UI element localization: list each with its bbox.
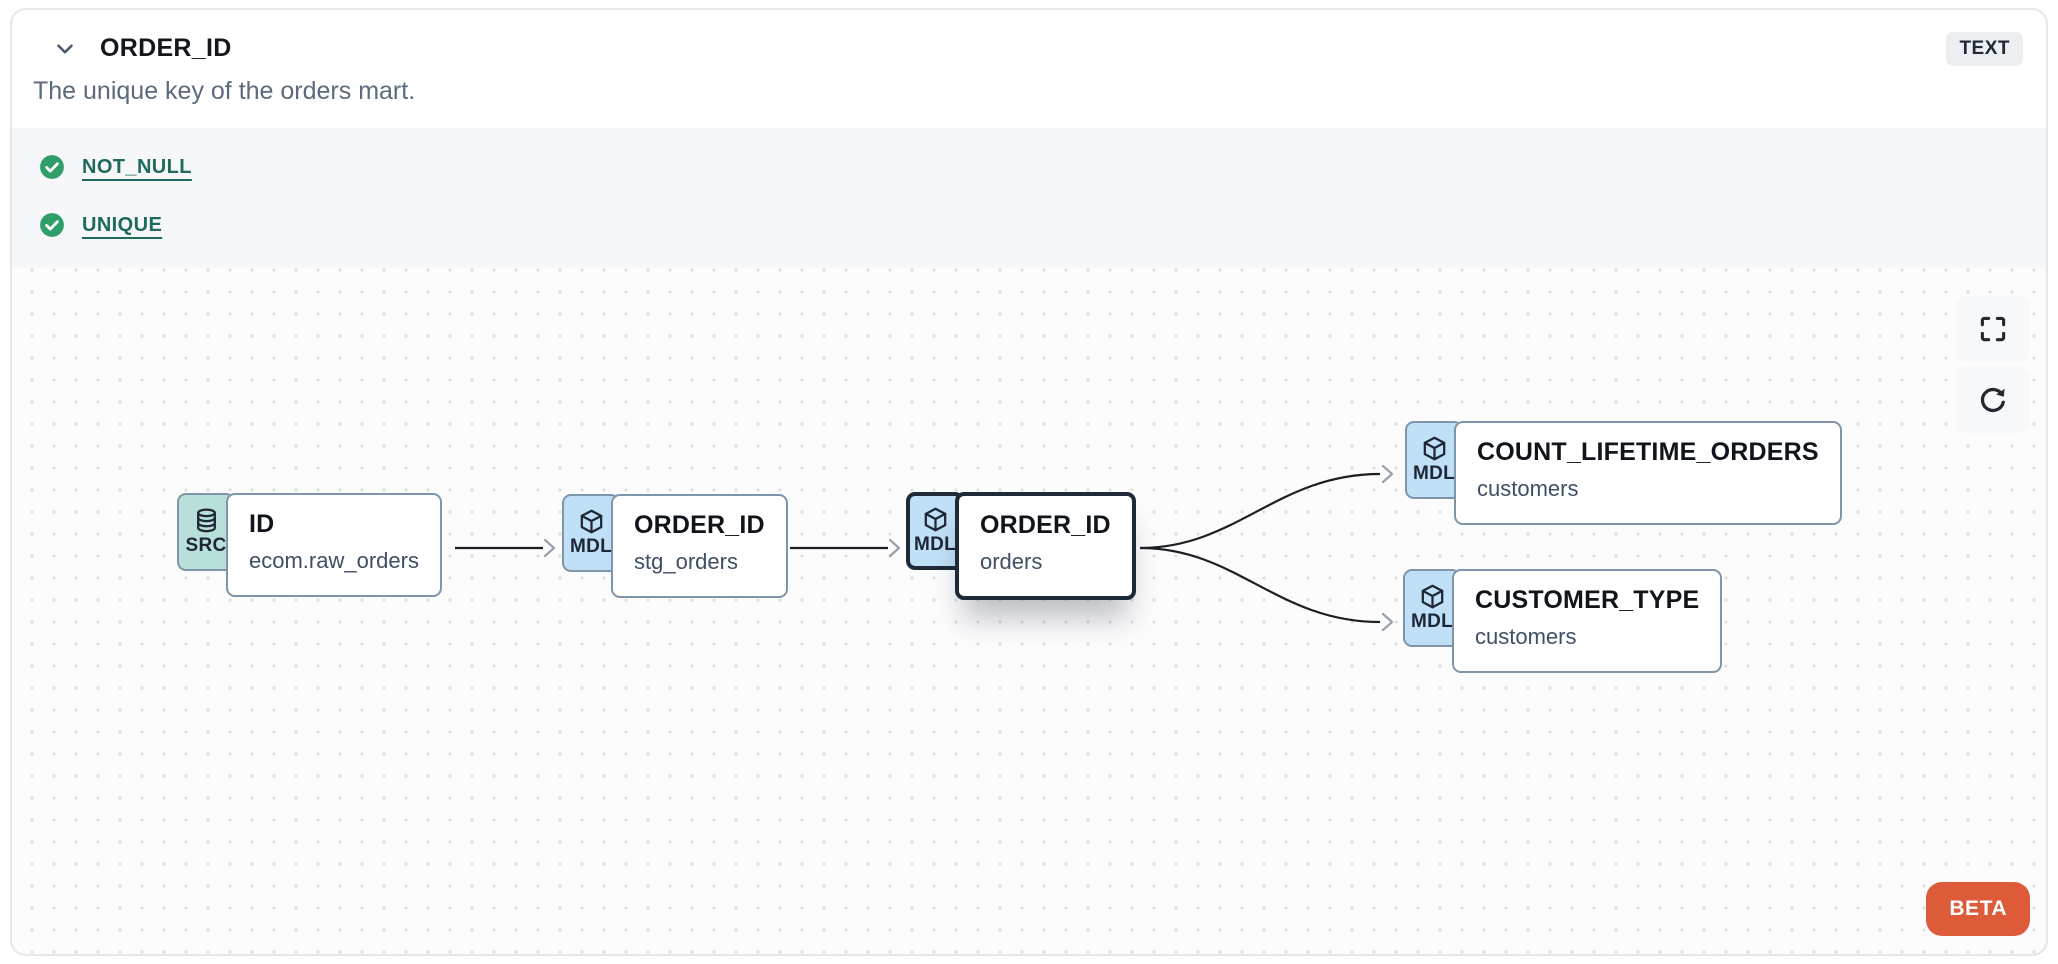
column-title: ORDER_ID [100,34,232,62]
column-detail-panel: ORDER_ID TEXT The unique key of the orde… [10,8,2048,956]
collapse-chevron-button[interactable] [52,36,78,62]
lineage-node-count-lifetime-orders[interactable]: MDL COUNT_LIFETIME_ORDERS customers [1405,421,1842,525]
node-kind-label: SRC [185,535,227,556]
node-title: CUSTOMER_TYPE [1475,586,1700,614]
node-title: ORDER_ID [980,511,1111,539]
tests-section: NOT_NULL UNIQUE [12,128,2046,268]
cube-icon [924,507,946,532]
lineage-node-customer-type[interactable]: MDL CUSTOMER_TYPE customers [1403,569,1723,673]
node-title: ID [249,510,275,538]
lineage-canvas[interactable]: SRC ID ecom.raw_orders MDL ORDE [12,268,2046,954]
chevron-down-icon [57,43,73,54]
check-circle-icon [40,155,64,179]
node-kind-label: MDL [1412,463,1456,484]
node-kind-badge: MDL [1405,421,1463,499]
fullscreen-button[interactable] [1956,296,2030,362]
node-card: ID ecom.raw_orders [226,493,442,597]
canvas-controls [1956,296,2030,433]
node-kind-label: MDL [1410,611,1454,632]
refresh-icon [1980,387,2005,413]
test-row: NOT_NULL [12,138,2046,196]
lineage-node-order-id-stg-orders[interactable]: MDL ORDER_ID stg_orders [562,494,788,598]
node-title: COUNT_LIFETIME_ORDERS [1477,438,1819,466]
lineage-edges [455,464,1394,632]
node-card: COUNT_LIFETIME_ORDERS customers [1454,421,1842,525]
lineage-node-order-id-orders-selected[interactable]: MDL ORDER_ID orders [906,492,1136,600]
database-icon [196,508,216,533]
column-description: The unique key of the orders mart. [33,77,416,105]
cube-icon [1421,584,1443,609]
node-subtitle: stg_orders [634,549,738,574]
lineage-node-id-ecom-raw-orders[interactable]: SRC ID ecom.raw_orders [177,493,442,597]
panel-header: ORDER_ID TEXT [12,10,2046,66]
node-card: ORDER_ID orders [955,492,1136,600]
node-kind-label: MDL [913,534,957,555]
cube-icon [580,509,602,534]
test-link-unique[interactable]: UNIQUE [82,213,163,236]
test-row: UNIQUE [12,196,2046,254]
test-link-not-null[interactable]: NOT_NULL [82,155,192,178]
node-kind-label: MDL [569,536,613,557]
node-subtitle: ecom.raw_orders [249,548,419,573]
check-circle-icon [40,213,64,237]
node-subtitle: customers [1475,624,1577,649]
node-title: ORDER_ID [634,511,765,539]
node-subtitle: customers [1477,476,1579,501]
node-subtitle: orders [980,549,1043,574]
cube-icon [1423,436,1445,461]
node-card: ORDER_ID stg_orders [611,494,788,598]
fullscreen-icon [1980,316,2006,342]
refresh-button[interactable] [1956,367,2030,433]
node-kind-badge: SRC [177,493,235,571]
beta-badge: BETA [1926,882,2030,936]
column-type-badge: TEXT [1946,32,2023,66]
node-card: CUSTOMER_TYPE customers [1452,569,1723,673]
